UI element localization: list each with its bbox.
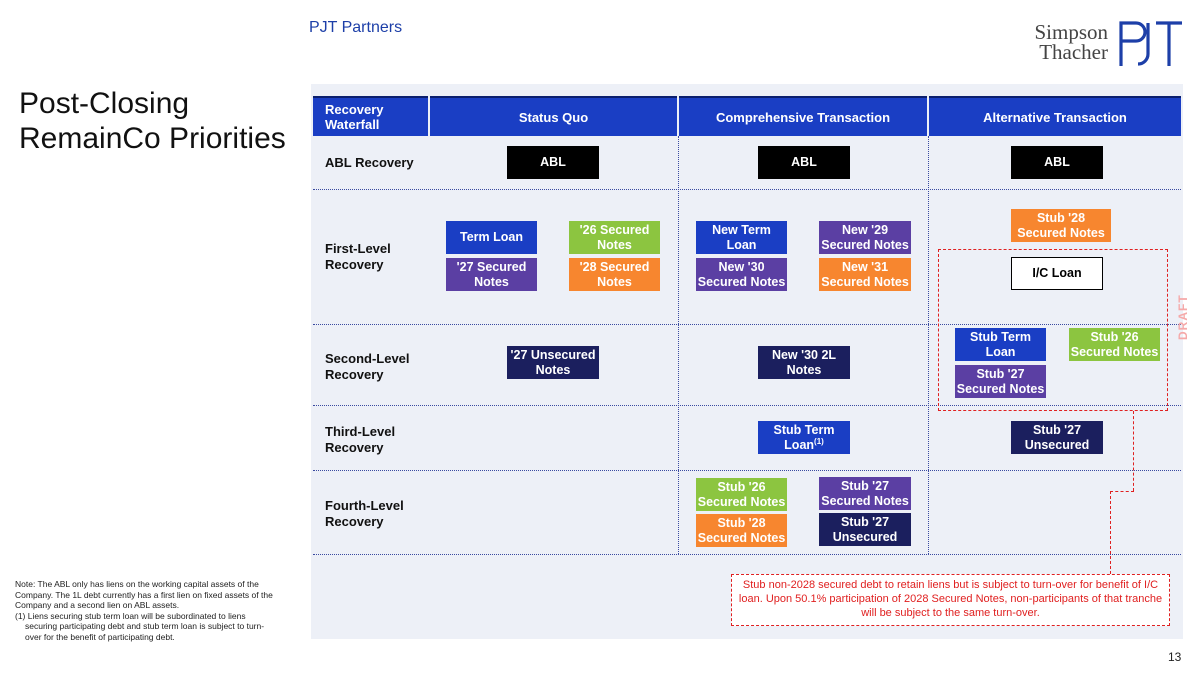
- column-divider: [678, 136, 679, 554]
- header-recovery-waterfall: Recovery Waterfall: [313, 96, 428, 136]
- connector-line: [1133, 411, 1134, 491]
- box-ct-new-30-secured-notes: New '30 Secured Notes: [696, 258, 787, 291]
- footnote-1: (1) Liens securing stub term loan will b…: [15, 610, 265, 642]
- row-label-abl: ABL Recovery: [325, 155, 414, 170]
- row-divider: [313, 189, 1181, 190]
- title-line-2: RemainCo Priorities: [19, 122, 286, 155]
- pjt-logo-icon: [1119, 21, 1182, 66]
- title-line-1: Post-Closing: [19, 87, 190, 120]
- box-ct-abl: ABL: [758, 146, 850, 179]
- logo-simpson-text: Simpson: [1034, 20, 1108, 44]
- turnover-callout: Stub non-2028 secured debt to retain lie…: [731, 574, 1170, 626]
- row-divider: [313, 405, 1181, 406]
- box-ct-new-term-loan: New Term Loan: [696, 221, 787, 254]
- highlight-dashed-region: [938, 249, 1168, 411]
- header-comprehensive-transaction: Comprehensive Transaction: [679, 96, 927, 136]
- box-ct-new-31-secured-notes: New '31 Secured Notes: [819, 258, 911, 291]
- box-at-abl: ABL: [1011, 146, 1103, 179]
- row-label-third-level: Third-Level Recovery: [325, 424, 396, 455]
- box-sq-27-secured-notes: '27 Secured Notes: [446, 258, 537, 291]
- box-ct-stub-27-secured-notes: Stub '27 Secured Notes: [819, 477, 911, 510]
- page-number: 13: [1168, 650, 1182, 664]
- footnote-marker: (1): [814, 436, 824, 446]
- row-label-fourth-level: Fourth-Level Recovery: [325, 498, 404, 529]
- note-abl-liens: Note: The ABL only has liens on the work…: [15, 579, 273, 610]
- footnotes: Note: The ABL only has liens on the work…: [15, 579, 277, 642]
- box-at-stub-term-loan: Stub Term Loan: [955, 328, 1046, 361]
- box-ct-stub-26-secured-notes: Stub '26 Secured Notes: [696, 478, 787, 511]
- row-label-second-level: Second-Level Recovery: [325, 351, 410, 382]
- row-divider: [313, 324, 1181, 325]
- connector-line: [1110, 491, 1134, 492]
- box-at-stub-27-unsecured: Stub '27 Unsecured: [1011, 421, 1103, 454]
- box-ct-stub-term-loan: Stub Term Loan(1): [758, 421, 850, 454]
- box-at-stub-27-secured-notes: Stub '27 Secured Notes: [955, 365, 1046, 398]
- pjt-partners-label: PJT Partners: [309, 19, 403, 36]
- box-ct-stub-27-unsecured: Stub '27 Unsecured: [819, 513, 911, 546]
- column-divider: [928, 136, 929, 554]
- box-at-ic-loan: I/C Loan: [1011, 257, 1103, 290]
- box-at-stub-28-secured-notes: Stub '28 Secured Notes: [1011, 209, 1111, 242]
- box-sq-28-secured-notes: '28 Secured Notes: [569, 258, 660, 291]
- logo-thacher-text: Thacher: [1039, 40, 1108, 64]
- draft-watermark: DRAFT: [1176, 294, 1190, 340]
- box-ct-stub-28-secured-notes: Stub '28 Secured Notes: [696, 514, 787, 547]
- header-alternative-transaction: Alternative Transaction: [929, 96, 1181, 136]
- row-label-first-level: First-Level Recovery: [325, 241, 391, 272]
- box-ct-new-29-secured-notes: New '29 Secured Notes: [819, 221, 911, 254]
- box-ct-new-30-2l-notes: New '30 2L Notes: [758, 346, 850, 379]
- row-divider: [313, 554, 1181, 555]
- simpson-thacher-logo: Simpson Thacher: [1012, 20, 1108, 64]
- box-sq-abl: ABL: [507, 146, 599, 179]
- box-at-stub-26-secured-notes: Stub '26 Secured Notes: [1069, 328, 1160, 361]
- header-status-quo: Status Quo: [430, 96, 677, 136]
- page-title: Post-Closing RemainCo Priorities: [19, 86, 286, 156]
- box-sq-26-secured-notes: '26 Secured Notes: [569, 221, 660, 254]
- box-sq-27-unsecured-notes: '27 Unsecured Notes: [507, 346, 599, 379]
- box-sq-term-loan: Term Loan: [446, 221, 537, 254]
- ct-stub-term-loan-label: Stub Term Loan: [773, 422, 835, 452]
- connector-line: [1110, 491, 1111, 574]
- row-divider: [313, 470, 1181, 471]
